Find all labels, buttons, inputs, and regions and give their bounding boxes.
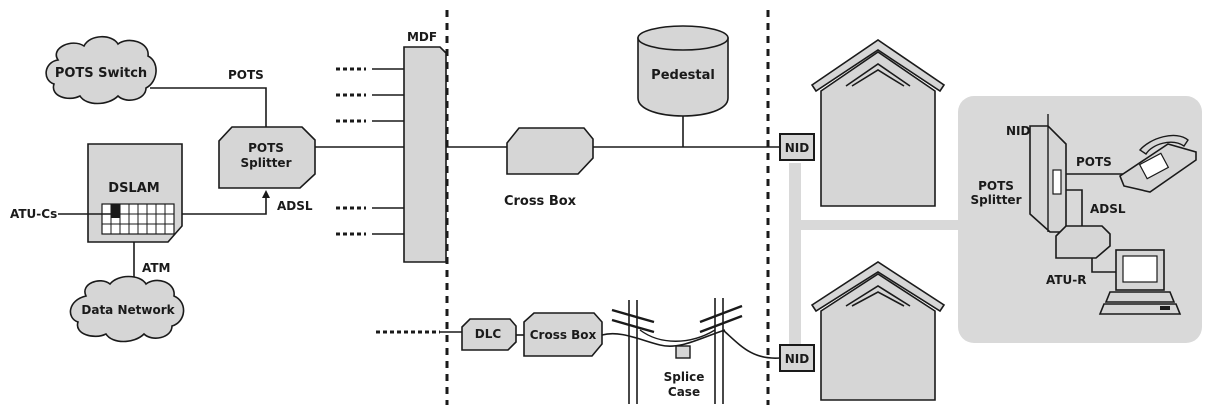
dlc-label: DLC [475, 327, 502, 341]
atu-cs-label: ATU-Cs [10, 207, 57, 221]
cross-box-bottom [523, 312, 603, 357]
dslam-port-grid [101, 203, 175, 235]
pots-splitter-co [218, 126, 316, 189]
splice-case-label-1: Splice [664, 370, 705, 384]
home-splitter-unit [1029, 114, 1067, 233]
home-splitter-label-2: Splitter [971, 193, 1022, 207]
nid-top-box [779, 133, 815, 161]
pots-switch-link [150, 87, 267, 128]
dslam-label: DSLAM [108, 181, 159, 196]
atu-r-to-pc-line [1091, 258, 1118, 273]
atm-label: ATM [142, 261, 170, 275]
computer-icon [1098, 249, 1182, 315]
home-adsl-label: ADSL [1090, 202, 1126, 216]
pedestal-label: Pedestal [651, 68, 715, 83]
home-nid-label: NID [1006, 124, 1031, 138]
adsl-co-label: ADSL [277, 199, 313, 213]
pedestal-cylinder [637, 25, 729, 117]
atu-r-unit [1055, 225, 1111, 259]
splice-case-label-2: Case [668, 385, 700, 399]
home-adsl-line [1066, 189, 1083, 226]
house-bottom-icon [810, 261, 946, 401]
pots-switch-cloud-icon [45, 35, 157, 105]
data-network-label: Data Network [81, 303, 175, 317]
dslam-to-splitter-link [182, 196, 267, 215]
mdf-frame [403, 46, 447, 263]
adsl-arrow-icon [262, 190, 270, 198]
mdf-terminations [336, 67, 404, 236]
mdf-label: MDF [407, 30, 437, 44]
pots-switch-label: POTS Switch [55, 66, 147, 81]
nid-bottom-label: NID [785, 352, 810, 366]
pots-line-label: POTS [228, 68, 264, 82]
pots-splitter-label-2: Splitter [241, 156, 292, 170]
cross-box-top-label: Cross Box [504, 194, 577, 209]
premises-feed-bar [789, 163, 801, 355]
house-top-icon [810, 39, 946, 207]
telephone-icon [1119, 134, 1197, 193]
premises-link-bar [789, 220, 961, 230]
cross-box-top [506, 127, 594, 175]
data-network-cloud-icon [69, 275, 185, 343]
home-splitter-label-1: POTS [978, 179, 1014, 193]
pots-splitter-label-1: POTS [248, 141, 284, 155]
nid-top-label: NID [785, 141, 810, 155]
utility-poles-icon [601, 298, 781, 404]
atu-r-label: ATU-R [1046, 273, 1087, 287]
dlc-unit [461, 318, 517, 351]
cross-box-bottom-label: Cross Box [530, 328, 597, 342]
home-pots-label: POTS [1076, 155, 1112, 169]
